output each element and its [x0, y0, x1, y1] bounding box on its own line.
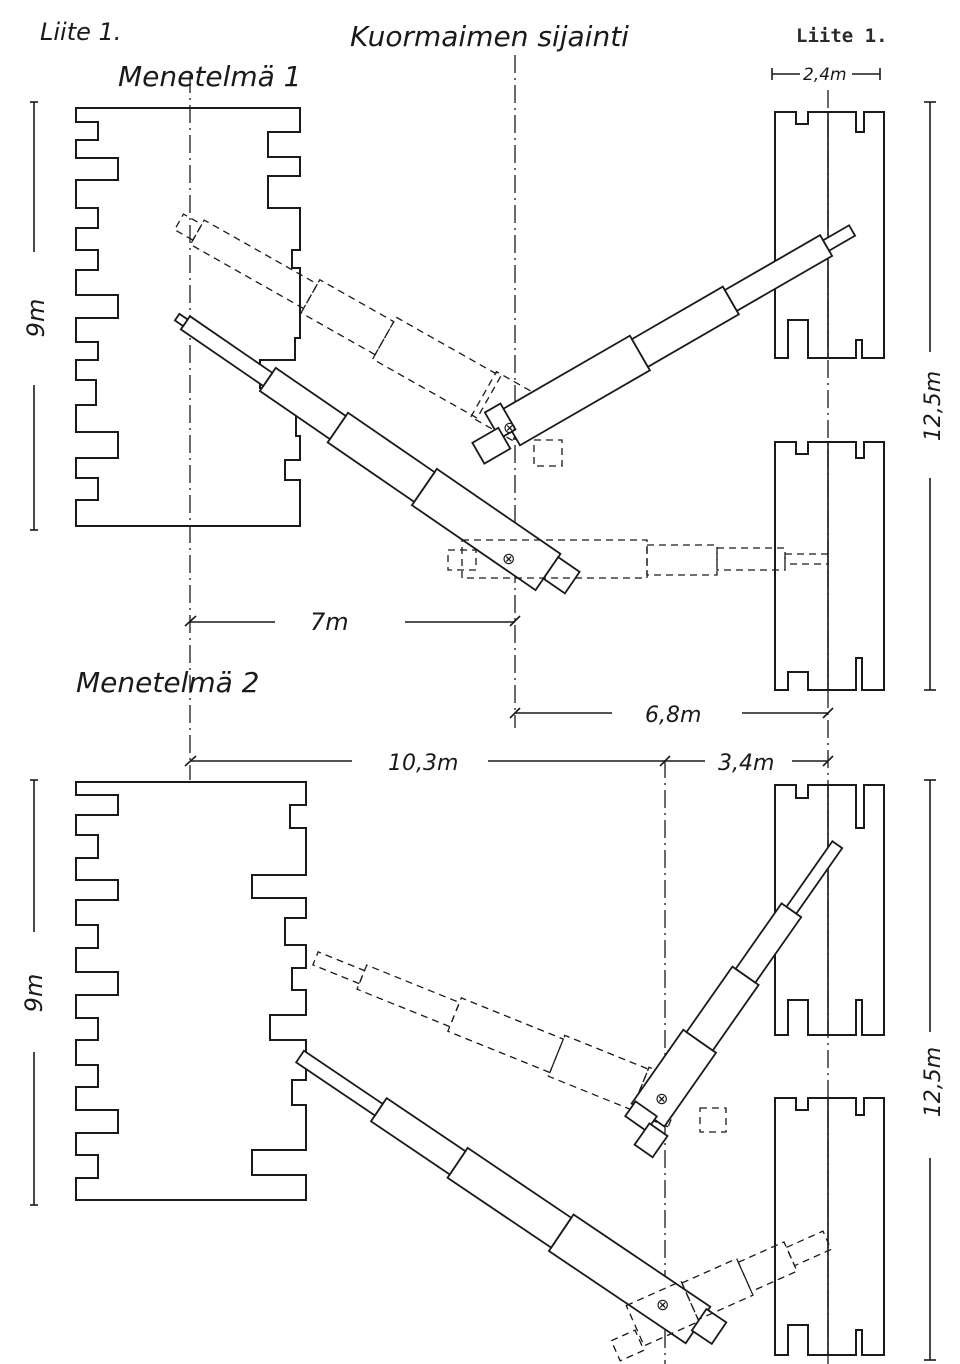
method1-top-dimension: 2,4m — [771, 65, 881, 85]
page-title: Kuormaimen sijainti — [350, 20, 629, 53]
method1-boom-dashed-upper — [173, 213, 540, 442]
method1-horizontal-dimension: 7m — [184, 608, 521, 636]
method2-boom-solid-main — [294, 1049, 728, 1346]
method2-right-dim-label: 12,5m — [921, 1047, 946, 1117]
method1-right-stack-upper — [774, 111, 885, 359]
right-appendix-label: Liite 1. — [796, 25, 888, 47]
method1-right-stack-lower — [774, 441, 885, 691]
method2-top-dimension: 10,3m 3,4m — [184, 751, 834, 776]
method2-right-stack-upper — [774, 784, 885, 1036]
method1-lower-dim-label: 6,8m — [645, 703, 701, 728]
method1-left-stack — [75, 107, 301, 527]
method2-left-dim-label: 9m — [20, 974, 48, 1013]
method1-top-dim-label: 2,4m — [803, 65, 847, 85]
method2-pivot-mark-lower: ⊗ — [656, 1295, 669, 1314]
method1-left-dimension: 9m — [22, 101, 50, 531]
left-appendix-label: Liite 1. — [40, 18, 121, 46]
method1-left-dim-label: 9m — [22, 299, 50, 338]
method2-left-stack — [75, 781, 307, 1201]
method2-left-dimension: 9m — [20, 779, 48, 1206]
method2-right-dimension: 12,5m — [921, 779, 946, 1361]
method1-heading: Menetelmä 1 — [118, 60, 302, 93]
method1-boom-dashed-horizontal: ⊗ — [447, 539, 829, 579]
method2-right-stack-lower — [774, 1097, 885, 1356]
method1-right-dimension: 12,5m — [921, 101, 946, 691]
method2-dim-b-label: 3,4m — [718, 751, 774, 776]
method2-heading: Menetelmä 2 — [76, 666, 260, 699]
method1-lower-dimension: 6,8m — [509, 703, 834, 728]
method2-dim-a-label: 10,3m — [388, 751, 458, 776]
method2-dashed-cab-upper — [699, 1107, 727, 1133]
method1-right-dim-label: 12,5m — [921, 371, 946, 441]
method2-boom-solid-upper-right — [623, 839, 844, 1159]
method2-pivot-mark-upper: ⊗ — [655, 1089, 668, 1108]
method1-boom-solid-upper-right — [471, 224, 857, 465]
method1-horiz-dim-label: 7m — [310, 608, 349, 636]
method1-pivot-mark: ⊗ — [503, 418, 516, 437]
method1-dashed-cab-upper — [533, 439, 563, 467]
svg-text:⊗: ⊗ — [502, 549, 515, 568]
method1-boom-solid-main — [173, 312, 581, 595]
